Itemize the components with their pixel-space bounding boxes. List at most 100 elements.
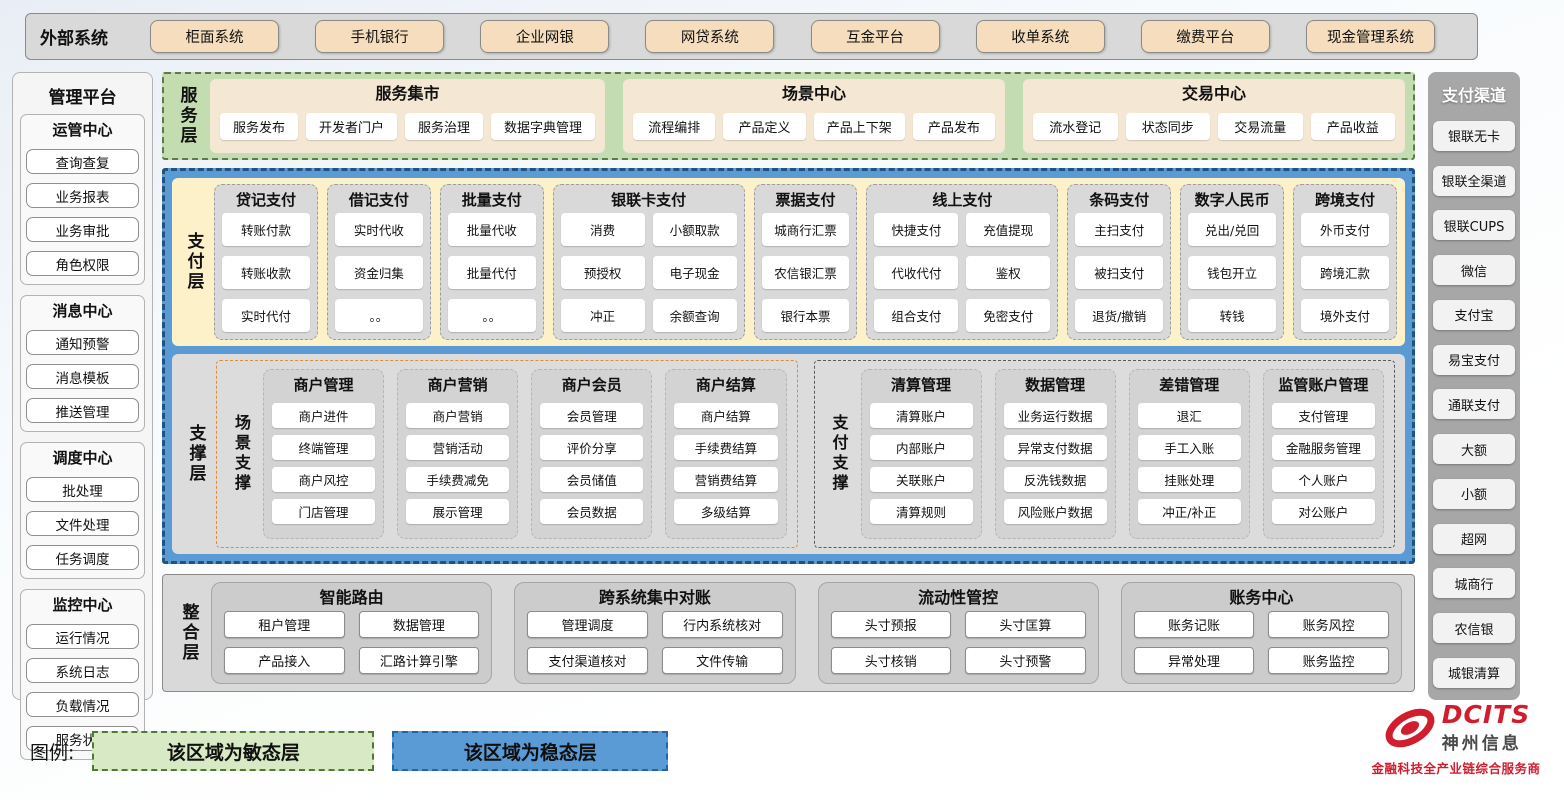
support-item-button[interactable]: 风险账户数据 [1003, 499, 1107, 524]
payment-item-button[interactable]: 银行本票 [761, 299, 850, 332]
external-system-button[interactable]: 收单系统 [975, 20, 1105, 53]
support-item-button[interactable]: 关联账户 [869, 467, 973, 492]
service-item-button[interactable]: 服务治理 [405, 112, 484, 140]
integration-item-button[interactable]: 汇路计算引擎 [358, 647, 480, 674]
external-system-button[interactable]: 手机银行 [315, 20, 445, 53]
payment-channel-button[interactable]: 大额 [1433, 434, 1515, 465]
payment-item-button[interactable]: 鉴权 [966, 256, 1051, 289]
support-item-button[interactable]: 手工入账 [1137, 435, 1241, 460]
support-item-button[interactable]: 冲正/补正 [1137, 499, 1241, 524]
integration-item-button[interactable]: 行内系统核对 [661, 611, 783, 638]
support-item-button[interactable]: 会员储值 [540, 467, 644, 492]
support-item-button[interactable]: 门店管理 [272, 499, 376, 524]
payment-channel-button[interactable]: 超网 [1433, 523, 1515, 554]
management-item-button[interactable]: 业务审批 [26, 217, 139, 242]
management-item-button[interactable]: 任务调度 [26, 545, 139, 570]
payment-channel-button[interactable]: 农信银 [1433, 613, 1515, 644]
payment-item-button[interactable]: 实时代收 [334, 213, 423, 246]
integration-item-button[interactable]: 头寸预警 [965, 647, 1086, 674]
integration-item-button[interactable]: 产品接入 [224, 647, 345, 674]
support-item-button[interactable]: 终端管理 [272, 435, 376, 460]
management-item-button[interactable]: 查询查复 [26, 149, 139, 174]
support-item-button[interactable]: 金融服务管理 [1271, 435, 1375, 460]
integration-item-button[interactable]: 头寸匡算 [965, 611, 1086, 638]
support-item-button[interactable]: 手续费结算 [674, 435, 778, 460]
management-item-button[interactable]: 系统日志 [26, 658, 139, 683]
payment-item-button[interactable]: 转账收款 [222, 256, 310, 289]
integration-item-button[interactable]: 账务风控 [1268, 611, 1389, 638]
support-item-button[interactable]: 异常支付数据 [1003, 435, 1107, 460]
integration-item-button[interactable]: 头寸核销 [830, 647, 952, 674]
support-item-button[interactable]: 反洗钱数据 [1003, 467, 1107, 492]
payment-channel-button[interactable]: 通联支付 [1433, 389, 1515, 420]
service-item-button[interactable]: 产品上下架 [813, 112, 905, 140]
service-item-button[interactable]: 流程编排 [633, 112, 716, 140]
payment-item-button[interactable]: 转钱 [1188, 299, 1277, 332]
support-item-button[interactable]: 营销费结算 [674, 467, 778, 492]
service-item-button[interactable]: 服务发布 [220, 112, 299, 140]
support-item-button[interactable]: 会员管理 [540, 403, 644, 428]
support-item-button[interactable]: 退汇 [1137, 403, 1241, 428]
service-item-button[interactable]: 产品定义 [723, 112, 806, 140]
external-system-button[interactable]: 互金平台 [810, 20, 940, 53]
payment-channel-button[interactable]: 城银清算 [1433, 657, 1515, 688]
support-item-button[interactable]: 清算账户 [869, 403, 973, 428]
external-system-button[interactable]: 柜面系统 [150, 20, 279, 53]
integration-item-button[interactable]: 头寸预报 [830, 611, 952, 638]
management-item-button[interactable]: 运行情况 [26, 624, 139, 649]
payment-channel-button[interactable]: 银联无卡 [1433, 120, 1515, 151]
service-item-button[interactable]: 产品发布 [912, 112, 996, 140]
payment-channel-button[interactable]: 银联CUPS [1433, 210, 1515, 241]
payment-channel-button[interactable]: 小额 [1433, 478, 1515, 509]
payment-item-button[interactable]: 。。 [334, 299, 423, 332]
management-item-button[interactable]: 消息模板 [26, 364, 139, 389]
payment-item-button[interactable]: 冲正 [560, 299, 645, 332]
support-item-button[interactable]: 商户风控 [272, 467, 376, 492]
payment-channel-button[interactable]: 支付宝 [1433, 299, 1515, 330]
integration-item-button[interactable]: 支付渠道核对 [527, 647, 648, 674]
payment-item-button[interactable]: 批量代付 [447, 256, 536, 289]
support-item-button[interactable]: 手续费减免 [406, 467, 510, 492]
payment-item-button[interactable]: 消费 [560, 213, 645, 246]
integration-item-button[interactable]: 账务记账 [1133, 611, 1255, 638]
support-item-button[interactable]: 会员数据 [540, 499, 644, 524]
integration-item-button[interactable]: 文件传输 [661, 647, 783, 674]
support-item-button[interactable]: 挂账处理 [1137, 467, 1241, 492]
payment-item-button[interactable]: 。。 [447, 299, 536, 332]
service-item-button[interactable]: 状态同步 [1125, 112, 1211, 140]
payment-channel-button[interactable]: 银联全渠道 [1433, 165, 1515, 196]
payment-item-button[interactable]: 主扫支付 [1075, 213, 1164, 246]
integration-item-button[interactable]: 管理调度 [527, 611, 648, 638]
management-item-button[interactable]: 角色权限 [26, 251, 139, 276]
support-item-button[interactable]: 清算规则 [869, 499, 973, 524]
payment-item-button[interactable]: 快捷支付 [874, 213, 959, 246]
management-item-button[interactable]: 文件处理 [26, 511, 139, 536]
payment-item-button[interactable]: 钱包开立 [1188, 256, 1277, 289]
service-item-button[interactable]: 流水登记 [1033, 112, 1118, 140]
external-system-button[interactable]: 缴费平台 [1140, 20, 1270, 53]
support-item-button[interactable]: 对公账户 [1271, 499, 1375, 524]
service-item-button[interactable]: 开发者门户 [306, 112, 398, 140]
payment-item-button[interactable]: 电子现金 [652, 256, 737, 289]
external-system-button[interactable]: 企业网银 [480, 20, 610, 53]
payment-item-button[interactable]: 农信银汇票 [761, 256, 850, 289]
payment-channel-button[interactable]: 微信 [1433, 255, 1515, 286]
support-item-button[interactable]: 商户进件 [272, 403, 376, 428]
payment-item-button[interactable]: 免密支付 [966, 299, 1051, 332]
service-item-button[interactable]: 交易流量 [1218, 112, 1303, 140]
management-item-button[interactable]: 负载情况 [26, 692, 139, 717]
payment-item-button[interactable]: 兑出/兑回 [1188, 213, 1277, 246]
payment-item-button[interactable]: 退货/撤销 [1075, 299, 1164, 332]
payment-channel-button[interactable]: 易宝支付 [1433, 344, 1515, 375]
service-item-button[interactable]: 产品收益 [1310, 112, 1396, 140]
payment-item-button[interactable]: 代收代付 [874, 256, 959, 289]
external-system-button[interactable]: 现金管理系统 [1305, 20, 1435, 53]
support-item-button[interactable]: 支付管理 [1271, 403, 1375, 428]
management-item-button[interactable]: 批处理 [26, 477, 139, 502]
payment-item-button[interactable]: 批量代收 [447, 213, 536, 246]
support-item-button[interactable]: 个人账户 [1271, 467, 1375, 492]
payment-item-button[interactable]: 余额查询 [652, 299, 737, 332]
payment-item-button[interactable]: 组合支付 [874, 299, 959, 332]
management-item-button[interactable]: 通知预警 [26, 330, 139, 355]
support-item-button[interactable]: 多级结算 [674, 499, 778, 524]
